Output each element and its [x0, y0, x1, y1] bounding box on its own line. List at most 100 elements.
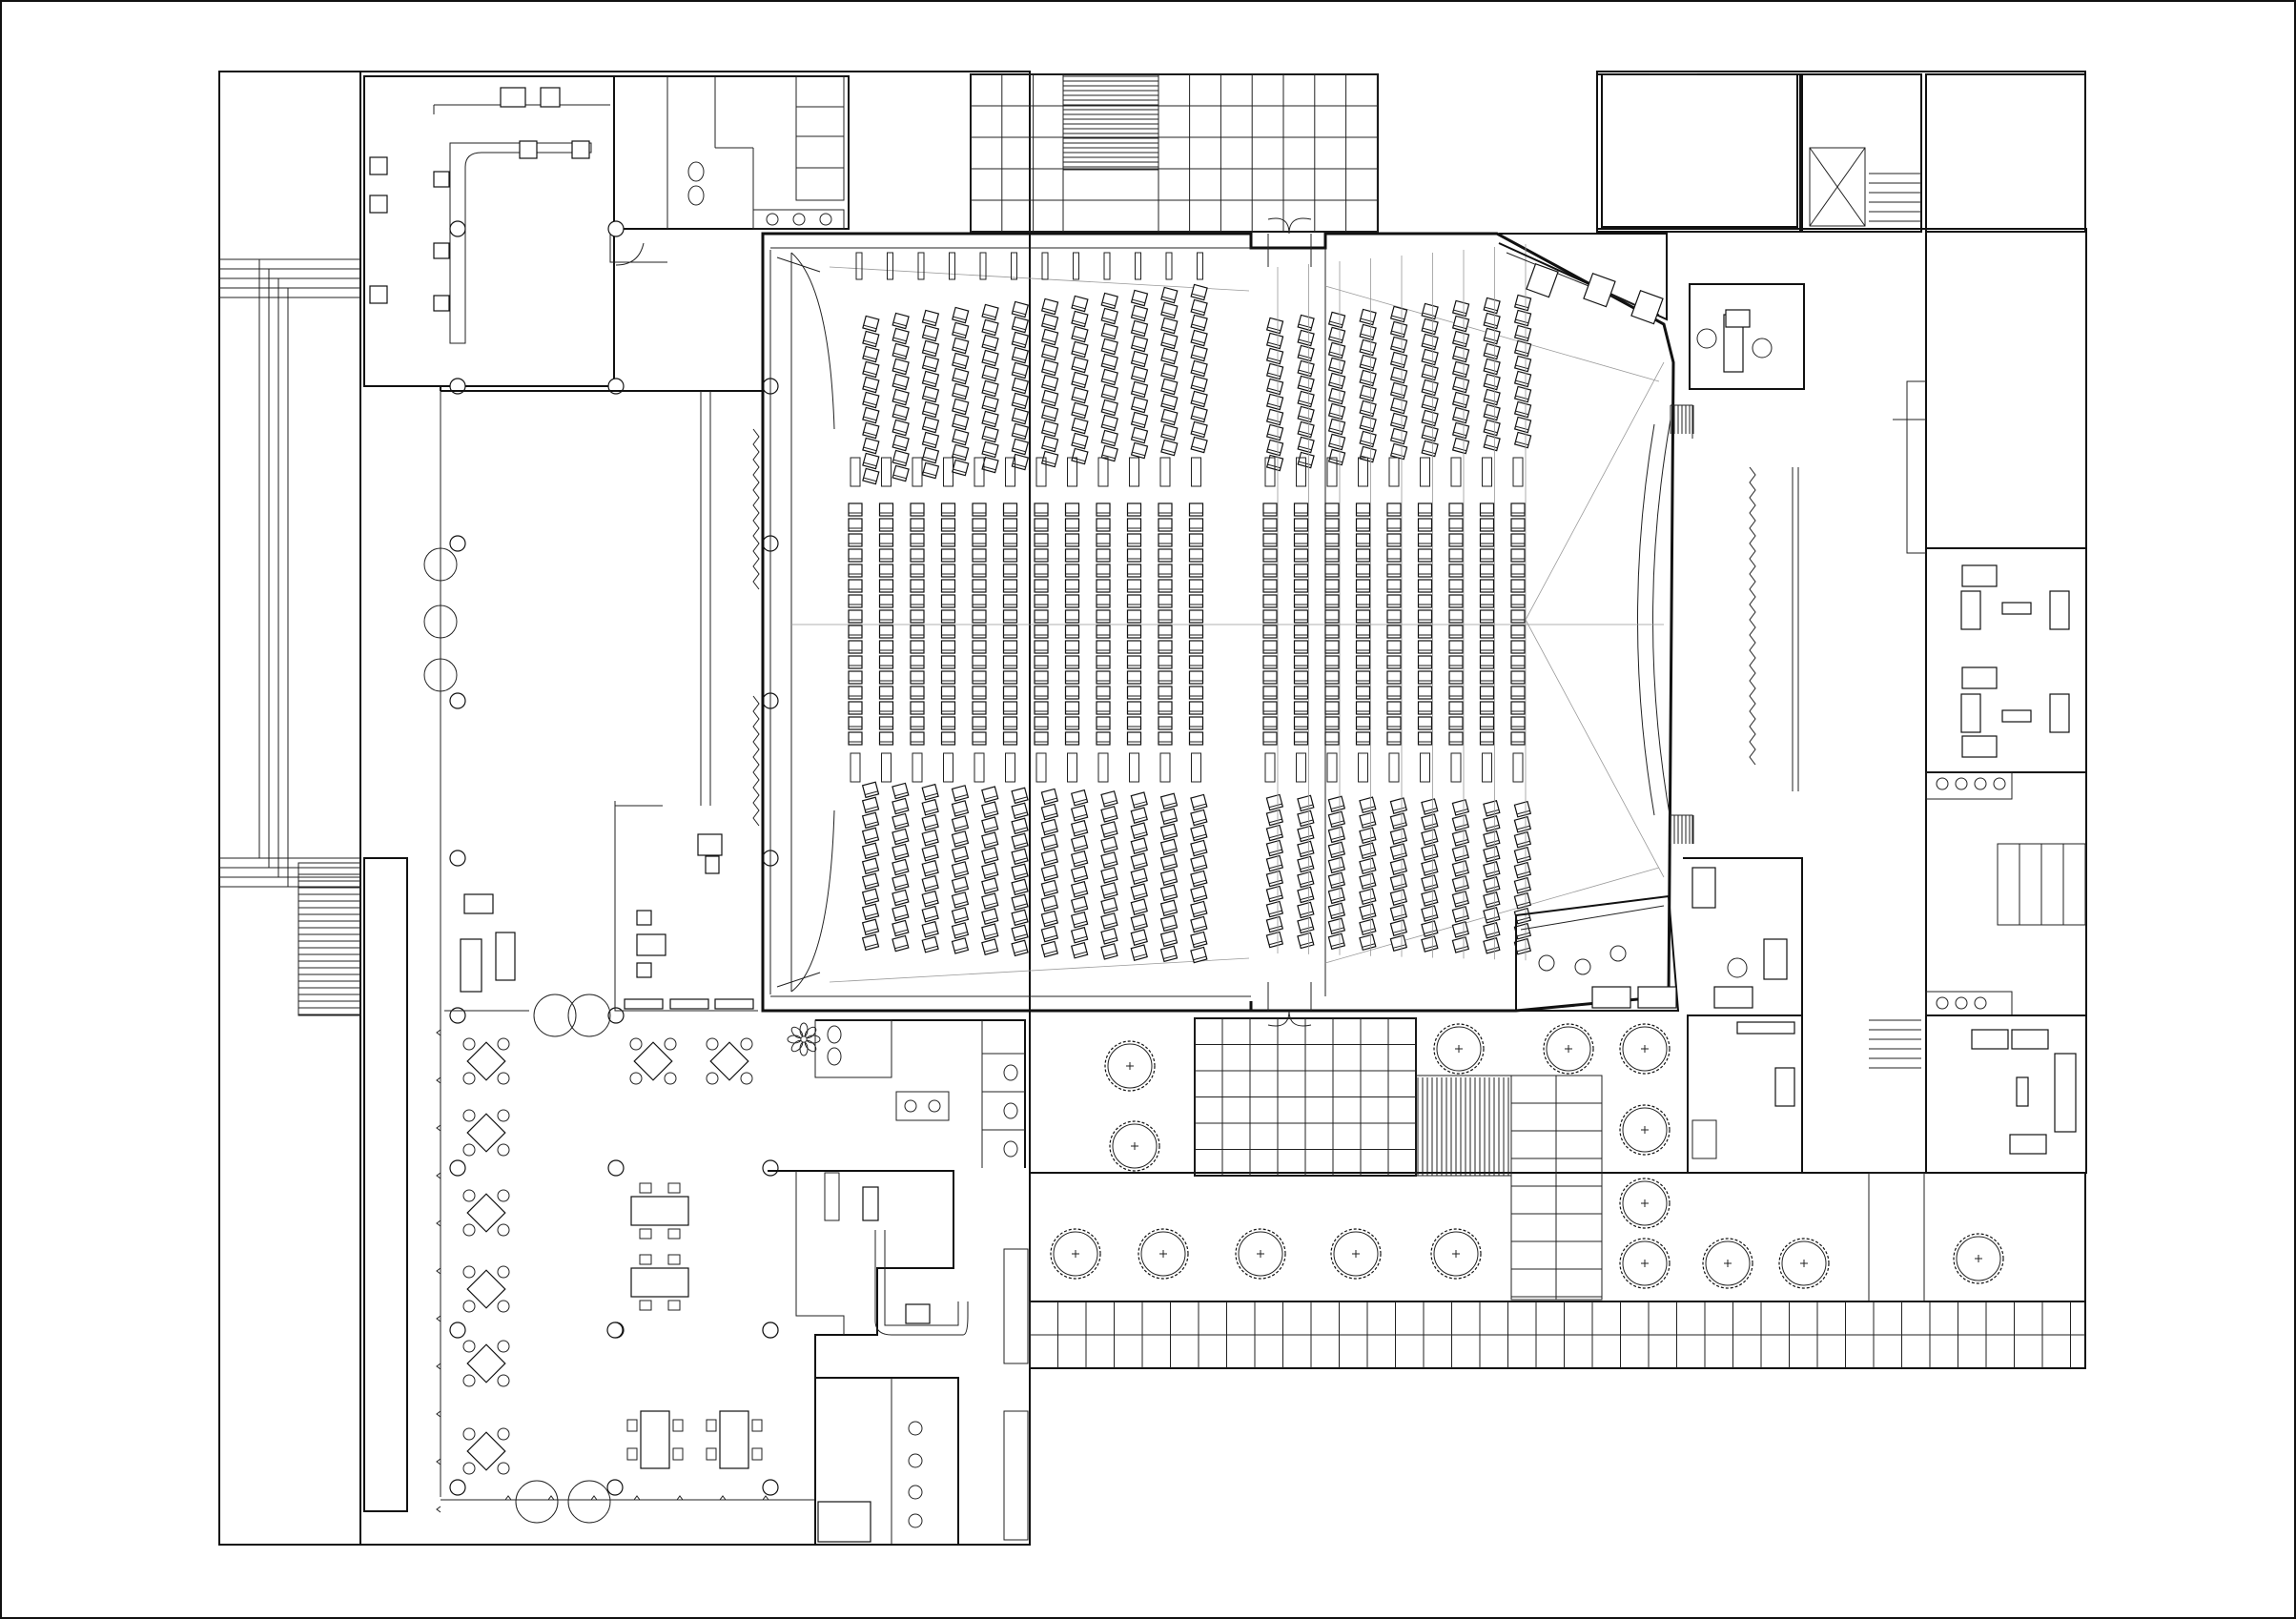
seat-cushion — [1479, 670, 1495, 685]
seat-back — [1163, 832, 1177, 837]
seat-cushion — [892, 434, 910, 452]
seat-cushion — [1389, 351, 1408, 369]
seat — [848, 564, 863, 578]
seat-cushion — [1355, 594, 1371, 608]
seat — [951, 846, 970, 863]
seat — [1040, 879, 1059, 897]
seat — [1190, 885, 1208, 903]
seat-back — [1453, 355, 1467, 360]
seat — [1417, 548, 1433, 563]
seat-cushion — [1510, 670, 1526, 685]
seat — [1386, 686, 1402, 700]
seat — [1158, 686, 1173, 700]
seat-cushion — [1158, 640, 1173, 654]
seat — [1451, 830, 1470, 847]
seat-back — [892, 443, 907, 449]
seat-back — [1193, 833, 1207, 839]
seat-back — [1013, 371, 1026, 377]
seat-back — [1193, 803, 1207, 809]
seat — [1324, 655, 1340, 669]
seat — [940, 609, 956, 624]
seat-cushion — [1513, 876, 1532, 894]
seat-cushion — [1160, 301, 1179, 319]
seat-cushion — [1355, 686, 1371, 700]
seat-back — [1391, 406, 1405, 412]
seat — [1479, 518, 1495, 532]
seat — [1359, 369, 1377, 387]
seat-back — [892, 474, 907, 480]
seat — [1071, 432, 1089, 450]
seat — [1386, 640, 1402, 654]
seat — [1448, 579, 1464, 593]
seat-cushion — [1160, 347, 1179, 365]
seat-cushion — [1510, 594, 1526, 608]
seat — [1513, 431, 1532, 449]
seat — [981, 908, 999, 925]
seat-cushion — [1158, 716, 1173, 730]
seat-cushion — [1479, 701, 1495, 715]
seat — [1040, 803, 1059, 821]
chair — [497, 1265, 510, 1279]
seat-cushion — [921, 416, 940, 434]
seat-cushion — [1451, 860, 1470, 877]
seat — [940, 502, 956, 517]
seat — [1483, 434, 1501, 452]
seat — [1448, 609, 1464, 624]
seat-cushion — [1355, 548, 1371, 563]
seat-back — [1330, 881, 1344, 886]
seat-back — [1391, 360, 1405, 366]
seat-back — [1072, 396, 1086, 401]
seat-back — [1391, 437, 1405, 442]
seat-cushion — [1190, 344, 1208, 362]
seat-back — [1072, 411, 1086, 417]
seat — [1297, 916, 1315, 934]
seat-cushion — [1158, 686, 1173, 700]
seat-back — [984, 917, 998, 922]
seat — [1327, 402, 1346, 420]
seat — [952, 337, 970, 355]
chair — [497, 1189, 510, 1202]
seat — [981, 801, 999, 818]
seat-cushion — [952, 352, 970, 370]
seat-cushion — [1160, 317, 1179, 335]
seat — [1421, 890, 1439, 907]
seat-cushion — [1386, 731, 1402, 746]
seat-back — [1191, 369, 1205, 375]
seat-cushion — [1389, 305, 1408, 323]
seat — [1327, 887, 1346, 905]
seat — [1417, 518, 1433, 532]
seat-cushion — [1190, 824, 1208, 842]
seat-cushion — [1417, 548, 1433, 563]
seat-cushion — [1265, 317, 1284, 335]
seat — [1451, 845, 1470, 862]
seat-back — [1074, 905, 1087, 911]
seat-cushion — [1510, 502, 1526, 517]
seat-back — [1103, 815, 1117, 820]
seat-cushion — [1510, 701, 1526, 715]
seat-cushion — [1451, 376, 1470, 394]
seat — [1002, 655, 1018, 669]
seat — [951, 785, 970, 802]
seat-cushion — [1002, 609, 1018, 624]
seat — [861, 888, 880, 906]
seat-cushion — [848, 533, 863, 547]
seat-cushion — [1421, 859, 1439, 876]
seat-cushion — [1297, 871, 1315, 889]
seat — [1040, 359, 1059, 377]
seat-cushion — [1510, 655, 1526, 669]
seat — [1190, 329, 1208, 347]
seat — [1064, 594, 1080, 608]
seat-back — [892, 367, 907, 373]
seat — [1100, 897, 1118, 914]
seat-cushion — [952, 382, 970, 400]
chair — [629, 1072, 643, 1085]
seat-cushion — [1359, 903, 1377, 921]
seat-cushion — [1071, 386, 1089, 404]
seat-cushion — [972, 579, 987, 593]
seat — [1011, 802, 1029, 820]
seat-cushion — [1011, 316, 1030, 334]
tree-canopy-inner — [1622, 1240, 1668, 1286]
seat — [1040, 420, 1059, 438]
seat-back — [892, 413, 907, 419]
seat-cushion — [1293, 533, 1309, 547]
